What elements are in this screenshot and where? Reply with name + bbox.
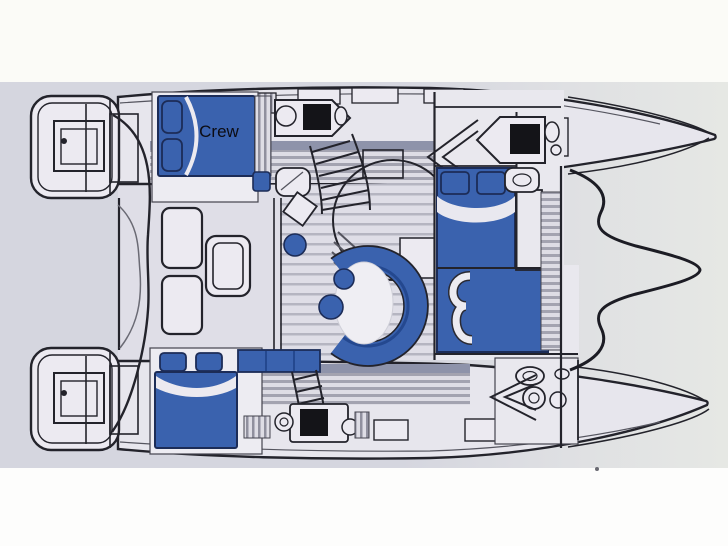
cockpit-seat-1 [160,206,204,270]
salon-seat-cube [252,171,271,192]
salon-settee [252,171,429,367]
platform-port-fitting [61,138,67,144]
crew-cabin-shelf [254,95,272,177]
platform-port-step-inner [60,128,98,165]
vanity-faucet-inner [279,417,289,427]
salon-landing-step [281,190,319,228]
cabin-starboard-bench [237,349,321,373]
foredeck [540,166,702,448]
cockpit-table [204,234,252,298]
paper-bottom-band [0,468,728,546]
platform-starboard-fitting [61,390,67,396]
scan-speck [595,467,599,471]
bed-port-forward [436,167,516,269]
head-port-faucet [275,105,297,127]
stern-platform-starboard [29,346,139,452]
platform-port-step-up [109,113,139,183]
locker-1 [373,419,409,441]
head-fwd-fitting [544,121,560,143]
platform-port-outer [29,94,121,200]
bathroom-sink-drain [528,392,540,404]
salon-stool-1 [333,268,355,290]
crew-cabin-label: Crew [199,122,239,141]
platform-starboard-step [53,372,105,424]
port-corridor-band [150,141,465,150]
head-port-toilet [275,167,311,197]
head-port-fitting [334,106,348,126]
platform-starboard-step-inner [60,380,98,417]
platform-port-step [53,120,105,172]
salon-stool-2 [318,294,344,320]
head-port-aft [274,99,352,197]
settee-outer-edge [330,245,429,367]
locker-striped-1 [354,411,370,439]
platform-starboard-step-up [109,365,139,435]
stairs-port-rail-left [309,145,323,215]
head-port-forward [475,116,562,193]
bed-scroll [449,272,473,344]
bed-starboard-forward [436,267,550,353]
bed-port-forward-pillow-1 [440,171,470,195]
forebeam-step-strip [540,191,562,351]
cockpit-seat-2 [160,274,204,336]
head-fwd-sink-basin [510,124,540,154]
cockpit-bench-curve [117,204,142,349]
bed-starboard-aft-sheet [156,376,236,397]
head-port-sink-basin [303,104,331,130]
bow-port-inner-line-top [567,96,712,135]
head-fwd-faucet [550,144,562,156]
stern-platform-port [29,94,139,200]
bed-starboard-aft-pillow-1 [159,352,187,372]
crew-bed-sheet-curve [184,96,199,176]
starboard-corridor-stripes [235,372,470,405]
stairs-port-rail-right [351,133,371,211]
crew-cabin: Crew [151,91,272,203]
trampoline-edge-line [569,168,702,372]
bed-port-forward-sheet [437,196,515,223]
platform-starboard-inner [37,354,113,444]
vanity-faucet [274,412,294,432]
head-fwd-toilet-bowl [512,173,532,187]
bow-starboard-inner-line-top [567,365,708,403]
crew-bed-pillow-2 [161,138,183,172]
bed-port-forward-pillow-2 [476,171,506,195]
crew-bed-pillow-1 [161,100,183,134]
bed-starboard-aft-pillow-2 [195,352,223,372]
paper-top-band [0,0,728,82]
bathroom-toilet-bowl [522,370,538,382]
settee-cushion-arc [330,246,428,367]
salon-pouf [283,233,307,257]
head-fwd-toilet [504,167,540,193]
cockpit-table-top [212,242,244,290]
vanity-sink-basin [300,409,328,436]
bow-port-inner-line-bottom [567,137,710,175]
cockpit [111,113,282,433]
head-port-toilet-lid-line [280,171,304,191]
platform-starboard-outer [29,346,121,452]
stairs-port [309,133,371,215]
galley-stove [362,149,404,179]
bathroom-fitting [549,391,567,409]
platform-port-inner [37,102,113,192]
locker-striped-3 [243,415,271,439]
cockpit-coaming-curve [111,113,152,433]
starboard-corridor-band [320,364,470,373]
corridor-chevron-starboard [488,374,537,421]
bathroom-starboard-forward [434,353,579,445]
bow-starboard-inner-line-bottom [567,408,710,448]
